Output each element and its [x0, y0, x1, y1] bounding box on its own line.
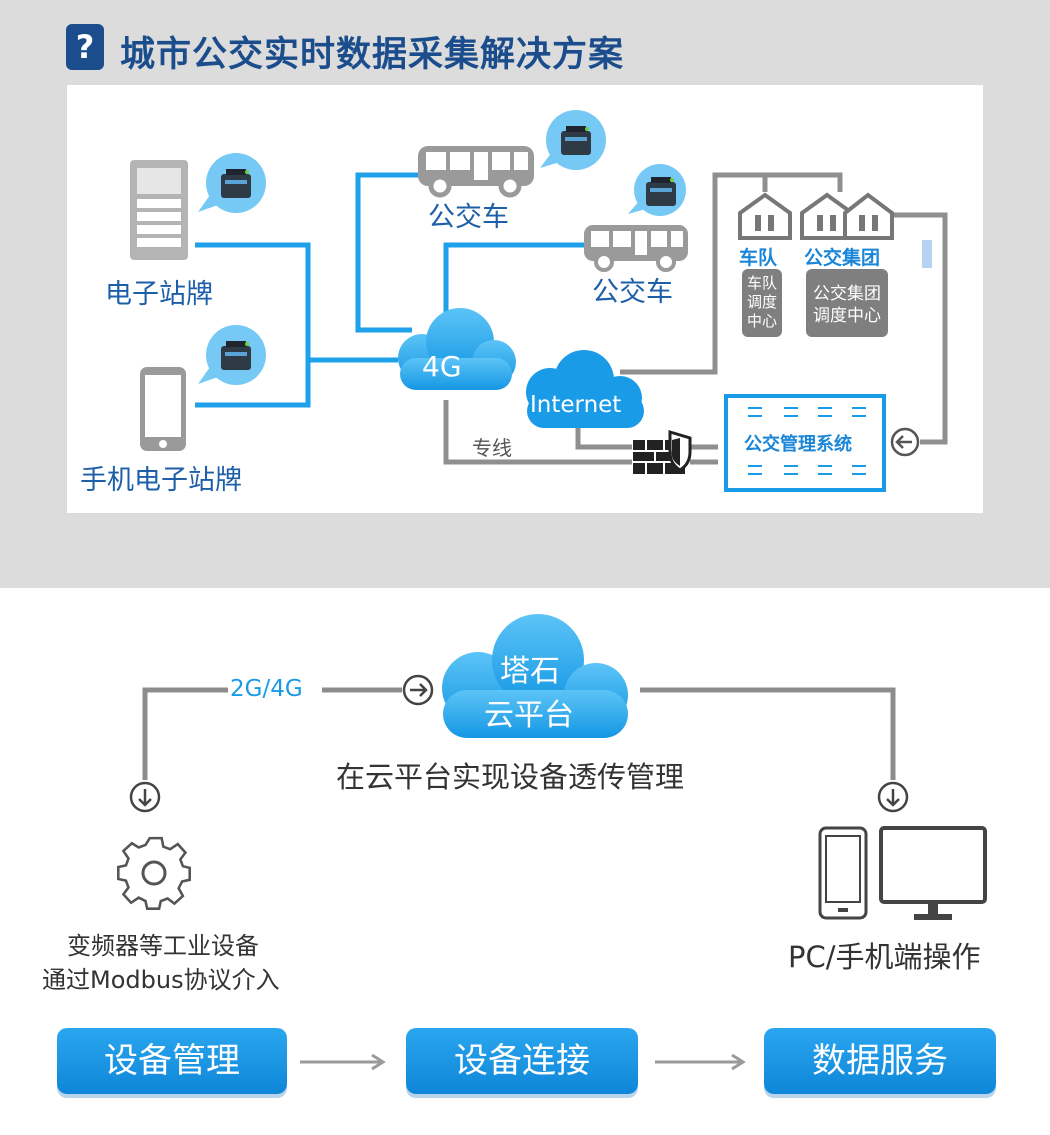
network-label: 2G/4G	[230, 676, 303, 702]
group-center-label: 公交集团调度中心	[813, 284, 881, 326]
step-device-connection: 设备连接	[406, 1028, 638, 1094]
arrow-left-circle-icon	[890, 427, 920, 457]
dtu-bubble-icon	[628, 164, 686, 216]
arrow-down-circle-icon	[877, 781, 909, 813]
page-title: 城市公交实时数据采集解决方案	[120, 35, 625, 75]
firewall-icon	[633, 429, 692, 474]
device-label-line1: 变频器等工业设备	[67, 932, 259, 960]
arrow-right-circle-icon	[402, 674, 434, 706]
group-building-icon	[800, 192, 894, 240]
scroll-marker	[922, 240, 932, 268]
dtu-bubble-icon	[198, 325, 266, 385]
step-device-management: 设备管理	[57, 1028, 287, 1094]
cloud-platform-label: 云平台	[484, 698, 574, 733]
bus-label: 公交车	[428, 202, 509, 233]
monitor-icon	[879, 826, 987, 920]
fleet-building-icon	[738, 192, 792, 240]
leased-line-label: 专线	[472, 436, 512, 460]
fleet-center-label: 车队调度中心	[746, 274, 777, 330]
dtu-bubble-icon	[198, 153, 266, 213]
internet-label: Internet	[530, 392, 622, 418]
fleet-center-box	[742, 269, 782, 337]
bus-icon	[418, 146, 534, 198]
mgmt-system-label: 公交管理系统	[744, 434, 852, 455]
group-center-box	[806, 269, 888, 337]
phone-station-label: 手机电子站牌	[80, 465, 242, 496]
dtu-bubble-icon	[540, 110, 606, 170]
client-label: PC/手机端操作	[788, 940, 981, 974]
group-label: 公交集团	[804, 247, 881, 269]
phone-icon	[140, 367, 186, 451]
cloud-name-label: 塔石	[500, 654, 560, 689]
e-station-label: 电子站牌	[105, 279, 213, 310]
mobile-phone-icon	[818, 826, 868, 920]
internet-cloud-icon	[526, 350, 644, 428]
cloud-platform-icon	[442, 614, 628, 738]
device-label-line2: 通过Modbus协议介入	[42, 966, 280, 994]
question-icon: ?	[66, 24, 104, 70]
gear-icon	[117, 836, 191, 910]
step-arrow-icon	[300, 1053, 746, 1071]
arrow-down-circle-icon	[129, 781, 161, 813]
4g-cloud-icon	[398, 308, 516, 390]
bus-label: 公交车	[592, 277, 673, 308]
mgmt-system-box	[724, 394, 886, 492]
fleet-label: 车队	[739, 247, 778, 269]
e-station-kiosk-icon	[130, 160, 188, 260]
cloud-caption: 在云平台实现设备透传管理	[336, 760, 685, 794]
bus-icon	[584, 225, 688, 272]
4g-label: 4G	[422, 350, 462, 383]
step-data-service: 数据服务	[764, 1028, 996, 1094]
